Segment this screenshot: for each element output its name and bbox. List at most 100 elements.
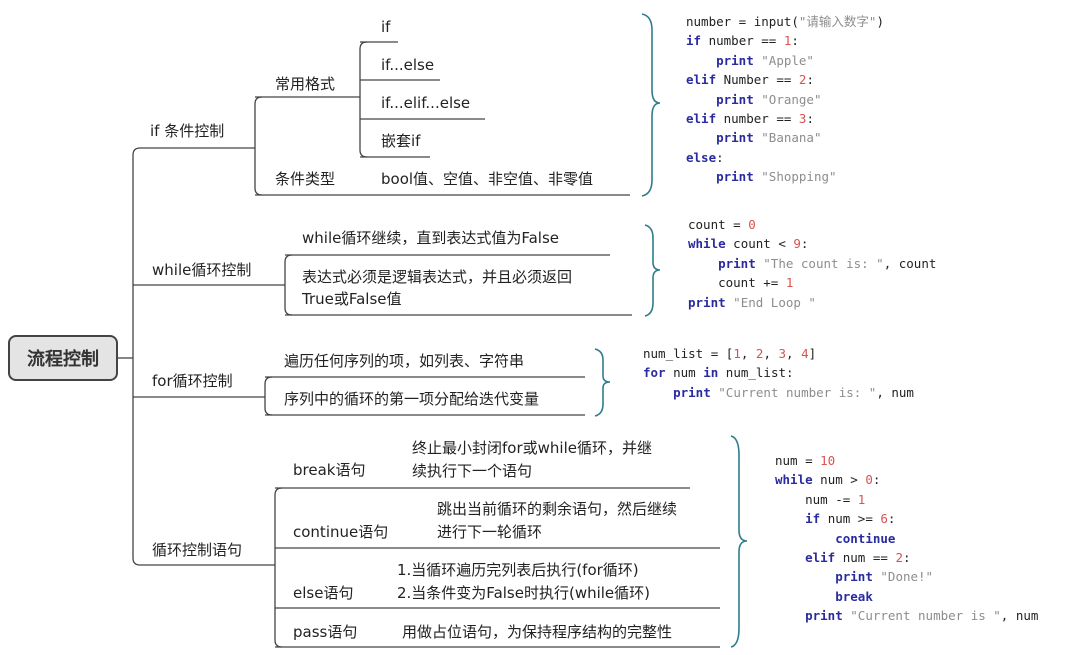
brace-while [644, 224, 661, 317]
code-keyword: print [688, 294, 726, 310]
code-text: , num [876, 384, 914, 400]
code-text: num == [835, 549, 896, 565]
code-keyword: print [718, 255, 756, 271]
code-text: : [887, 511, 896, 527]
format-item[interactable]: if...else [381, 56, 435, 74]
code-text [688, 256, 718, 271]
for-item[interactable]: 序列中的循环的第一项分配给迭代变量 [284, 390, 540, 408]
code-text: number == [716, 110, 799, 126]
statement-continue[interactable]: continue语句 [293, 523, 389, 541]
code-text: : [791, 33, 799, 49]
code-line: num_list = [1, 2, 3, 4] [643, 344, 914, 363]
statement-break[interactable]: break语句 [293, 461, 366, 479]
code-text: num >= [820, 511, 881, 527]
statement-desc: 终止最小封闭for或while循环，并继 [412, 439, 652, 457]
statement-desc: 用做占位语句，为保持程序结构的完整性 [402, 623, 673, 641]
code-number: 6 [880, 511, 888, 527]
statement-desc: 进行下一轮循环 [437, 523, 543, 541]
code-text: count = [688, 217, 749, 232]
while-item[interactable]: while循环继续，直到表达式值为False [302, 229, 559, 247]
code-text: num_list = [ [643, 346, 734, 361]
code-keyword: elif [686, 72, 717, 88]
code-number: 2 [755, 346, 764, 361]
if-sub-line [254, 96, 263, 196]
code-text [643, 385, 673, 400]
code-line: for num in num_list: [643, 363, 914, 382]
code-keyword: elif [805, 549, 836, 565]
code-line: if num >= 6: [775, 509, 1038, 528]
branch-while[interactable]: while循环控制 [152, 261, 252, 279]
code-line: while count < 9: [688, 234, 936, 253]
code-text: : [872, 472, 881, 488]
node-common-formats[interactable]: 常用格式 [275, 75, 336, 93]
code-text: , count [883, 255, 937, 271]
code-number: 2 [895, 549, 903, 565]
code-number: 2 [798, 72, 807, 88]
code-number: 0 [748, 217, 756, 232]
code-block-for: num_list = [1, 2, 3, 4]for num in num_li… [643, 344, 914, 402]
code-string: "The count is: " [763, 255, 884, 271]
code-line: print "Apple" [686, 51, 884, 70]
statement-desc: 跳出当前循环的剩余语句，然后继续 [437, 500, 678, 518]
code-line: elif num == 2: [775, 548, 1038, 567]
code-text: num = [775, 453, 821, 468]
code-line: print "The count is: ", count [688, 254, 936, 273]
statement-desc: 2.当条件变为False时执行(while循环) [397, 584, 651, 602]
code-string: "Apple" [761, 52, 814, 68]
brace-for [594, 348, 611, 417]
code-number: 1 [733, 346, 741, 361]
code-keyword: if [805, 511, 821, 527]
brace-loop-control [730, 435, 748, 648]
format-item[interactable]: 嵌套if [381, 132, 421, 150]
code-string: "End Loop " [733, 294, 816, 310]
brace-if [641, 13, 661, 197]
code-text [775, 550, 805, 565]
code-keyword: in [703, 365, 719, 381]
code-keyword: while [688, 236, 726, 252]
statement-desc: 续执行下一个语句 [412, 462, 533, 480]
branch-loop-control[interactable]: 循环控制语句 [152, 541, 243, 559]
code-text: Number == [716, 72, 799, 88]
code-text: : [902, 549, 911, 565]
code-line: print "End Loop " [688, 293, 936, 312]
root-node[interactable]: 流程控制 [8, 335, 118, 381]
code-text: num > [812, 472, 866, 488]
while-item[interactable]: 表达式必须是逻辑表达式，并且必须返回 [302, 268, 573, 286]
condition-types-value[interactable]: bool值、空值、非空值、非零值 [381, 170, 594, 188]
code-keyword: print [716, 130, 754, 146]
statement-pass[interactable]: pass语句 [293, 623, 358, 641]
code-string: "Current number is: " [718, 384, 877, 400]
format-item[interactable]: if...elif...else [381, 94, 471, 112]
code-keyword: break [835, 588, 873, 604]
code-line: print "Orange" [686, 90, 884, 109]
statement-else[interactable]: else语句 [293, 584, 354, 602]
branch-for[interactable]: for循环控制 [152, 372, 233, 390]
code-line: break [775, 587, 1038, 606]
code-block-if: number = input("请输入数字")if number == 1: p… [686, 12, 884, 187]
for-item[interactable]: 遍历任何序列的项，如列表、字符串 [284, 352, 525, 370]
code-line: else: [686, 148, 884, 167]
code-text: num -= [775, 491, 858, 507]
code-line: count = 0 [688, 215, 936, 234]
code-keyword: while [775, 472, 813, 488]
code-text: number = input( [686, 14, 799, 29]
code-number: 1 [857, 491, 866, 507]
code-text [686, 169, 716, 184]
node-condition-types[interactable]: 条件类型 [275, 170, 336, 188]
code-text: : [800, 236, 809, 252]
code-string: "请输入数字" [798, 14, 877, 29]
format-item[interactable]: if [381, 18, 391, 36]
code-text: , [786, 346, 802, 361]
code-text [686, 130, 716, 145]
code-text: , [763, 346, 779, 361]
code-keyword: print [716, 52, 754, 68]
while-item[interactable]: True或False值 [302, 290, 402, 308]
code-string: "Current number is " [850, 608, 1001, 624]
code-number: 4 [801, 346, 809, 361]
code-string: "Banana" [761, 130, 822, 146]
branch-if[interactable]: if 条件控制 [150, 122, 225, 140]
